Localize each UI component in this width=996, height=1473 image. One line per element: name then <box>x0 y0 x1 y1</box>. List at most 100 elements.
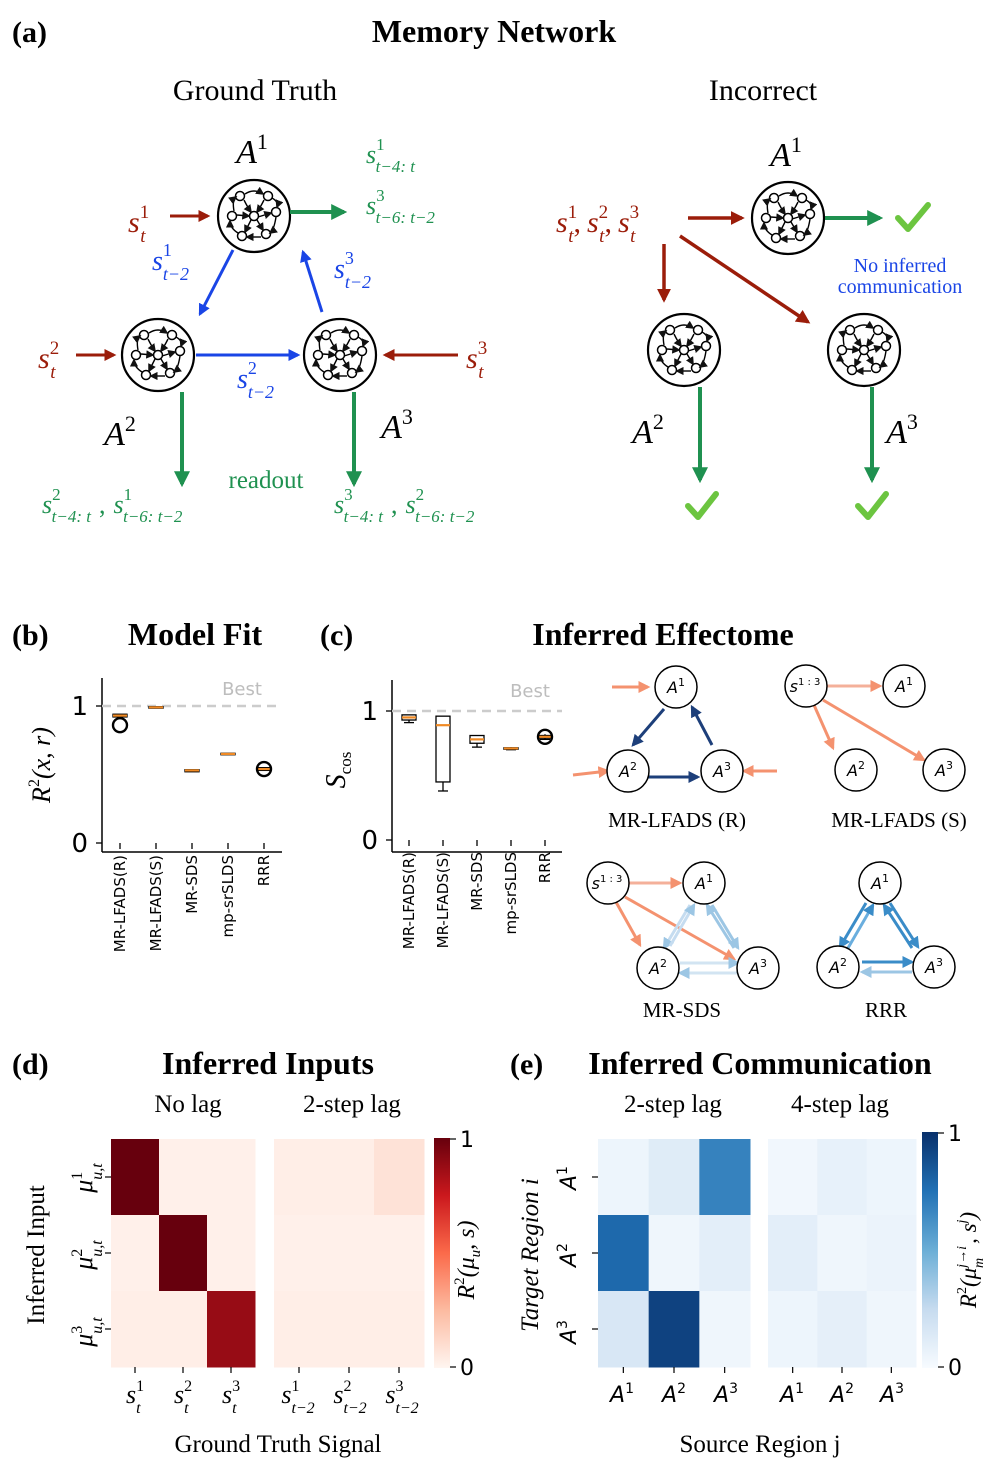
inc-label-a2: A2 <box>630 409 664 451</box>
heatmap-cell <box>207 1139 256 1216</box>
panel-d-title: Inferred Inputs <box>162 1045 374 1081</box>
panel-d-sub-left: No lag <box>154 1091 222 1118</box>
no-comm-line2: communication <box>838 276 962 298</box>
svg-text:μ2u,t: μ2u,t <box>69 1240 106 1271</box>
svg-text:1: 1 <box>460 1128 474 1153</box>
outlier-point <box>536 728 554 745</box>
heatmap-cell <box>324 1215 375 1292</box>
heatmap-cell <box>207 1215 256 1292</box>
graph-mrlfads-s: s1 : 3 A1 A2 A3 MR-LFADS (S) <box>784 664 967 832</box>
svg-text:A3: A3 <box>878 1381 904 1408</box>
svg-text:A2: A2 <box>555 1243 582 1269</box>
svg-text:s3t: s3t <box>466 338 487 383</box>
graph-label: MR-LFADS (S) <box>831 808 967 832</box>
panel-c-ylabel: Scos <box>321 752 355 789</box>
svg-text:s3t−2: s3t−2 <box>334 248 371 292</box>
heatmap-e-2-step-lag <box>592 1139 751 1373</box>
panel-b-best-label: Best <box>222 679 262 700</box>
heatmap-cell <box>111 1291 160 1368</box>
panel-d-ylabel: Inferred Input <box>23 1185 50 1325</box>
panel-e-sub-right: 4-step lag <box>791 1091 889 1118</box>
panel-d-xlabel: Ground Truth Signal <box>175 1431 382 1458</box>
svg-text:μ1u,t: μ1u,t <box>69 1163 106 1194</box>
incorrect-title: Incorrect <box>709 74 818 107</box>
svg-text:A1: A1 <box>608 1381 634 1408</box>
heatmap-e-4-step-lag <box>768 1139 917 1373</box>
gt-node-a2 <box>122 319 194 391</box>
svg-text:A2: A2 <box>828 1381 854 1408</box>
svg-text:μ3u,t: μ3u,t <box>69 1317 106 1348</box>
graph-mrlfads-r: A1 A2 A3 MR-LFADS (R) <box>572 665 777 832</box>
svg-text:A3: A3 <box>712 1381 738 1408</box>
heatmap-cell <box>648 1215 700 1292</box>
panel-d: (d) Inferred Inputs No lag 2-step lag In… <box>12 1045 484 1458</box>
x-tick-label: MR-LFADS(S) <box>434 852 452 948</box>
graph-label: MR-LFADS (R) <box>608 808 746 832</box>
heatmap-cell <box>699 1291 751 1368</box>
inc-node-a1 <box>752 182 824 254</box>
svg-text:s1 : 3: s1 : 3 <box>790 677 821 696</box>
readout-label: readout <box>229 467 304 494</box>
outlier-point <box>255 760 273 778</box>
heatmap-cell <box>274 1139 325 1216</box>
no-comm-line1: No inferred <box>854 255 947 277</box>
panel-e-letter: (e) <box>510 1048 543 1081</box>
svg-text:A1: A1 <box>778 1381 804 1408</box>
heatmap-cell <box>374 1215 425 1292</box>
panel-c: (c) Inferred Effectome Best 01MR-LFADS(R… <box>320 616 967 1022</box>
gt-node-a3 <box>304 319 376 391</box>
svg-text:s2t−4: t,s1t−6: t−2: s2t−4: t,s1t−6: t−2 <box>42 485 183 526</box>
svg-text:s1t: s1t <box>126 1378 144 1417</box>
x-tick-label: mp-srSLDS <box>219 855 237 937</box>
heatmap-cell <box>598 1215 650 1292</box>
panel-d-colorbar: 1 0 R2(μu, s) <box>434 1128 484 1381</box>
panel-e: (e) Inferred Communication 2-step lag 4-… <box>510 1045 987 1458</box>
inc-readout-a2 <box>685 387 719 520</box>
heatmap-cell <box>111 1139 160 1216</box>
panel-b-title: Model Fit <box>128 616 263 652</box>
heatmap-cell <box>817 1291 868 1368</box>
y-tick-label: 1 <box>361 697 378 727</box>
x-tick-label: MR-LFADS(R) <box>400 852 418 949</box>
panel-e-xlabel: Source Region j <box>679 1431 840 1458</box>
panel-a: (a) Memory Network Ground Truth Incorrec… <box>12 13 962 526</box>
y-tick-label: 1 <box>71 692 88 722</box>
heatmap-cell <box>207 1291 256 1368</box>
heatmap-cell <box>817 1139 868 1216</box>
check-icon <box>895 202 931 232</box>
svg-text:s1t: s1t <box>128 202 149 247</box>
svg-text:s2t: s2t <box>174 1378 192 1417</box>
panel-d-cbar-label: R2(μu, s) <box>452 1220 484 1300</box>
box <box>435 715 451 783</box>
panel-e-title: Inferred Communication <box>588 1045 932 1081</box>
inc-node-a3 <box>828 314 900 386</box>
heatmap-cell <box>598 1291 650 1368</box>
panel-e-ylabel: Target Region i <box>517 1178 544 1332</box>
panel-e-xticks: A1 A2 A3 A1 A2 A3 <box>608 1381 904 1408</box>
heatmap-cell <box>768 1291 818 1368</box>
graph-label: RRR <box>865 998 907 1022</box>
svg-text:s3t−2: s3t−2 <box>385 1378 418 1417</box>
heatmap-cell <box>598 1139 650 1216</box>
y-tick-label: 0 <box>361 826 378 856</box>
heatmap-cell <box>866 1215 917 1292</box>
x-tick-label: MR-LFADS(R) <box>111 855 129 952</box>
graph-mrsds: s1 : 3 A1 A2 A3 MR-SDS <box>586 861 780 1022</box>
ground-truth-title: Ground Truth <box>173 74 337 107</box>
panel-e-yticks: A1 A2 A3 <box>555 1166 582 1346</box>
heatmap-cell <box>699 1139 751 1216</box>
heatmap-cell <box>866 1139 917 1216</box>
gt-node-a1 <box>218 180 290 252</box>
svg-text:s1t−2: s1t−2 <box>152 240 189 284</box>
heatmap-cell <box>274 1215 325 1292</box>
svg-text:1: 1 <box>948 1122 962 1147</box>
heatmap-cell <box>324 1291 375 1368</box>
panel-c-title: Inferred Effectome <box>532 616 794 652</box>
